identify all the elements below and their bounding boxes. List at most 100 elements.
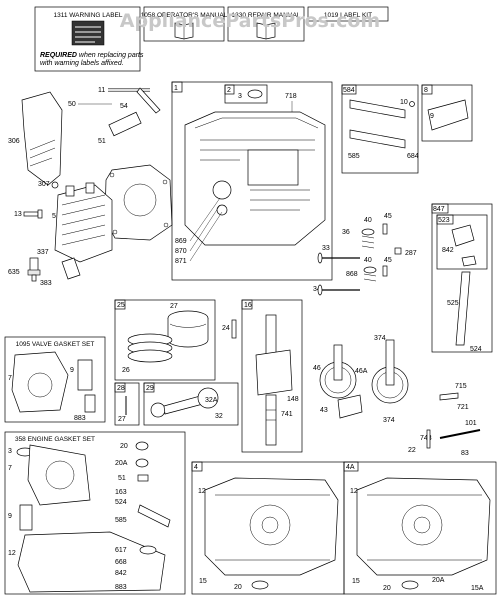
callout-12-sump-4: 12 [198,488,206,495]
svg-text:REQUIRED when replacing parts: REQUIRED when replacing parts [40,52,144,59]
callout-684: 684 [407,153,419,160]
group-16-label: 16 [244,302,252,309]
callout-32: 32 [215,413,223,420]
group-28-label: 28 [117,385,125,392]
sump-group-4a[interactable]: 4A 12 15 20 20A 15A [343,461,497,595]
repair-manual-title: 1330 REPAIR MANUAL [232,12,301,19]
callout-20a-engine: 20A [115,460,128,467]
callout-10: 10 [400,99,408,106]
callout-46a: 46A [355,368,368,375]
piston-group[interactable]: 25 27 26 [114,299,216,381]
operators-manual-title: 1058 OPERATOR'S MANUAL [141,12,228,19]
callout-20-engine: 20 [120,443,128,450]
group-4-label: 4 [194,464,198,471]
callout-870: 870 [175,248,187,255]
label-kit[interactable]: 1019 LABEL KIT [307,6,389,22]
callout-27a: 27 [170,303,178,310]
callout-635: 635 [8,269,20,276]
callout-51-engine: 51 [118,475,126,482]
callout-306: 306 [8,138,20,145]
group-25-label: 25 [117,302,125,309]
camshaft[interactable]: 374 46 46A 43 374 [313,335,409,424]
callout-524: 524 [470,346,482,353]
group-523-label: 523 [438,217,450,224]
callout-585: 585 [348,153,360,160]
rod-small-group[interactable]: 28 27 [114,382,140,426]
callout-13: 13 [14,211,22,218]
warning-label-icon [71,20,105,46]
head-bolt[interactable] [23,209,43,219]
callout-33: 33 [322,245,330,252]
label-kit-title: 1019 LABEL KIT [324,12,372,19]
book-icon [256,22,276,40]
callout-3-engine: 3 [8,448,12,455]
group-847-label: 847 [433,206,445,213]
callout-40b: 40 [364,257,372,264]
valve-gasket-set[interactable]: 1095 VALVE GASKET SET 7 9 883 [4,336,106,423]
watermark: AppliancePartsPros.com [120,10,380,32]
callout-668-engine: 668 [115,559,127,566]
engine-gasket-set[interactable]: 358 ENGINE GASKET SET 3 7 9 12 20 20A 51… [4,431,186,595]
callout-883-valve-set: 883 [74,415,86,422]
warning-label-title: 1311 WARNING LABEL [54,12,123,19]
callout-32a: 32A [205,397,218,404]
callout-9-valve-set: 9 [70,367,74,374]
callout-842: 842 [442,247,454,254]
callout-26: 26 [122,367,130,374]
callout-54: 54 [120,103,128,110]
callout-51: 51 [98,138,106,145]
cylinder-group[interactable]: 1 2 3 718 584 585 684 8 9 10 869 870 [171,81,473,281]
callout-12-sump-4a: 12 [350,488,358,495]
group-29-label: 29 [146,385,154,392]
callout-374a: 374 [374,335,386,342]
callout-883-engine: 883 [115,584,127,591]
callout-718: 718 [285,93,297,100]
callout-715: 715 [455,383,467,390]
callout-15a-sump-4a: 15A [471,585,484,592]
group-1-label: 1 [174,85,178,92]
oil-seal[interactable] [247,89,263,99]
connecting-rod-group[interactable]: 29 32A 32 [143,382,239,426]
callout-15-sump-4a: 15 [352,578,360,585]
warning-note-rest: when replacing parts [77,52,144,59]
callout-24: 24 [222,325,230,332]
starter-bracket[interactable] [108,111,142,137]
callout-45a: 45 [384,213,392,220]
dipstick-tube-upper[interactable] [108,87,161,114]
callout-15-sump-4: 15 [199,578,207,585]
group-584-label: 584 [343,87,355,94]
crankshaft-group[interactable]: 16 148 741 [241,299,303,453]
callout-869: 869 [175,238,187,245]
warning-label-kit[interactable]: 1311 WARNING LABEL REQUIRED when replaci… [34,6,144,72]
piston-pin[interactable] [231,319,237,339]
heat-shield[interactable] [21,91,63,186]
group-4a-label: 4A [346,464,355,471]
valve-assembly[interactable]: 40 45 36 33 287 40 45 868 34 [313,213,417,296]
sump-group-4[interactable]: 4 12 15 20 [191,461,345,595]
dipstick-group[interactable]: 847 523 842 525 524 [431,203,493,353]
warning-note-line2: with warning labels affixed. [40,60,124,67]
spark-plug[interactable] [27,257,41,282]
callout-617-engine: 617 [115,547,127,554]
callout-148: 148 [287,396,299,403]
callout-871: 871 [175,258,187,265]
callout-20-sump-4: 20 [234,584,242,591]
group-8-label: 8 [424,87,428,94]
callout-40a: 40 [364,217,372,224]
callout-163-engine: 163 [115,489,127,496]
callout-5: 5 [52,213,56,220]
group-2-label: 2 [227,87,231,94]
repair-manual-kit[interactable]: 1330 REPAIR MANUAL [227,6,305,42]
spark-plug-boot[interactable] [61,257,81,280]
callout-7-engine: 7 [8,465,12,472]
head-gasket[interactable] [104,164,173,241]
warning-note-required: REQUIRED [40,52,77,59]
governor-parts[interactable]: 715 721 101 743 22 83 [408,383,481,457]
callout-585-engine: 585 [115,517,127,524]
callout-45b: 45 [384,257,392,264]
callout-27b: 27 [118,416,126,423]
callout-9: 9 [430,113,434,120]
operators-manual-kit[interactable]: 1058 OPERATOR'S MANUAL [141,6,228,42]
cylinder-head[interactable] [54,182,113,263]
